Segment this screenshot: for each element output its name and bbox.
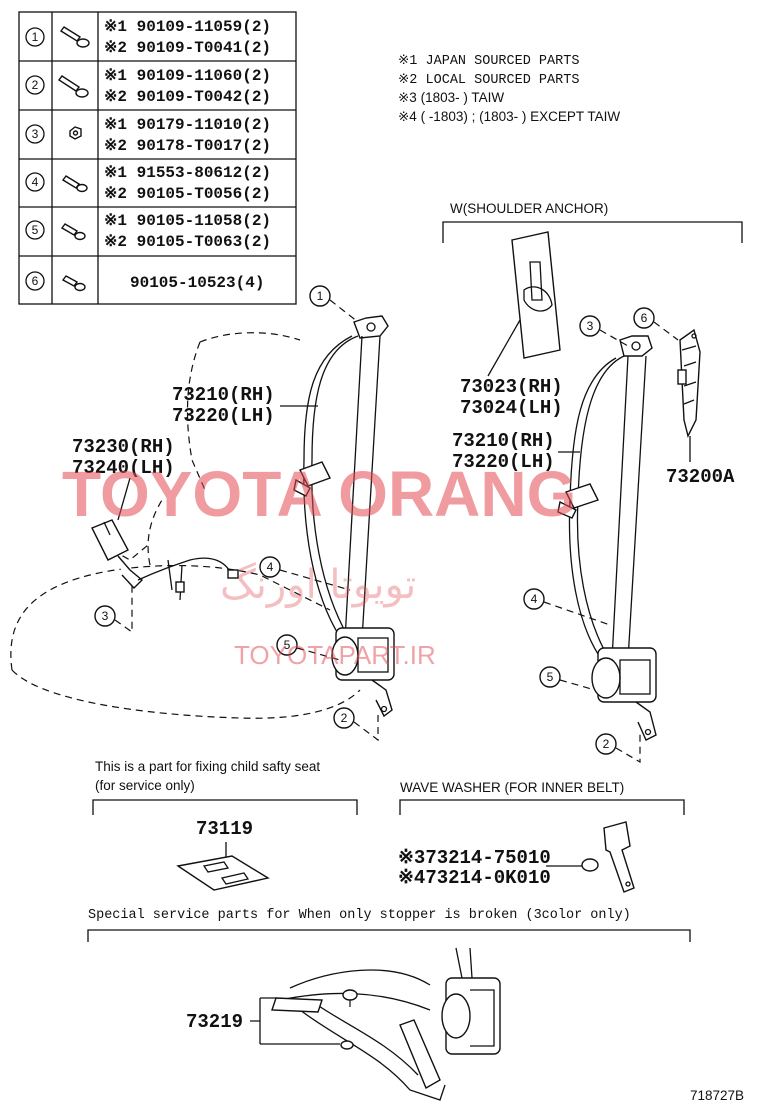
- right-seat-belt-assembly: [557, 335, 657, 741]
- part-number: ※1 91553-80612(2): [104, 164, 271, 182]
- callout-5: [539, 666, 561, 688]
- fastener-table: 1 ※1 90109-11059(2) ※2 90109-T0041(2) 2 …: [18, 11, 297, 305]
- row-number: 6: [32, 274, 39, 288]
- child-seat-note-line: This is a part for fixing child safty se…: [95, 759, 320, 774]
- callout-number: 1: [317, 289, 324, 303]
- part-number-adjuster: 73200A: [666, 466, 735, 488]
- part-number: ※2 90109-T0041(2): [104, 39, 271, 57]
- callout-4: [523, 588, 545, 610]
- table-row: 6 90105-10523(4): [25, 271, 264, 292]
- callout-number: 3: [587, 319, 594, 333]
- table-row: 3 ※1 90179-11010(2) ※2 90178-T0017(2): [25, 116, 271, 155]
- callout-number: 2: [341, 711, 348, 725]
- stopper-section: Special service parts for When only stop…: [87, 908, 691, 1101]
- part-number: ※1 90179-11010(2): [104, 116, 271, 134]
- callout-6: [633, 307, 655, 329]
- callout-3: [579, 315, 601, 337]
- bolt-icon: [61, 275, 86, 292]
- bolt-icon: [57, 75, 89, 98]
- part-number-child-seat: 73119: [196, 818, 253, 840]
- wave-washer-section: WAVE WASHER (FOR INNER BELT) ※373214-750…: [398, 780, 685, 893]
- watermark-site: TOYOTAPART.IR: [234, 640, 436, 670]
- note-line: ※3 (1803- ) TAIW: [398, 90, 504, 105]
- row-number: 2: [32, 78, 39, 92]
- bolt-icon: [61, 175, 88, 193]
- callout-2: [595, 733, 617, 755]
- seat-outline: [10, 332, 361, 719]
- part-number-washer-2: ※473214-0K010: [398, 867, 551, 889]
- callout-number: 5: [547, 670, 554, 684]
- diagram-id: 718727B: [690, 1088, 744, 1103]
- watermark-persian: تویوتا اورنگ: [220, 562, 416, 608]
- part-number: ※1 90109-11060(2): [104, 67, 271, 85]
- row-number: 3: [32, 127, 39, 141]
- callout-number: 4: [267, 560, 274, 574]
- note-line: ※1 JAPAN SOURCED PARTS: [398, 54, 579, 69]
- callout-number: 5: [284, 638, 291, 652]
- part-number-buckle-lh: 73240(LH): [72, 457, 175, 479]
- table-row: 4 ※1 91553-80612(2) ※2 90105-T0056(2): [25, 164, 271, 203]
- part-number-stopper: 73219: [186, 1011, 243, 1033]
- part-number-buckle-rh: 73230(RH): [72, 436, 175, 458]
- buckle-assembly: [91, 499, 239, 601]
- part-number: ※2 90109-T0042(2): [104, 88, 271, 106]
- shoulder-anchor-adjuster: [677, 328, 701, 439]
- part-number: 90105-10523(4): [130, 274, 264, 292]
- part-number: ※2 90105-T0056(2): [104, 185, 271, 203]
- callout-1: [309, 285, 331, 307]
- part-number: ※2 90178-T0017(2): [104, 137, 271, 155]
- table-row: 5 ※1 90105-11058(2) ※2 90105-T0063(2): [25, 212, 271, 251]
- part-number-belt-left-rh: 73210(RH): [172, 384, 275, 406]
- part-number-cover-lh: 73024(LH): [460, 397, 563, 419]
- row-number: 4: [32, 175, 39, 189]
- group-bracket: [442, 221, 743, 243]
- part-number: ※1 90105-11058(2): [104, 212, 271, 230]
- wave-washer-label: WAVE WASHER (FOR INNER BELT): [400, 780, 624, 795]
- left-seat-belt-assembly: [293, 315, 395, 718]
- part-number: ※2 90105-T0063(2): [104, 233, 271, 251]
- row-number: 1: [32, 30, 39, 44]
- bolt-icon: [60, 223, 86, 241]
- pillar-cover: [511, 231, 561, 359]
- shoulder-anchor-label: W(SHOULDER ANCHOR): [450, 201, 608, 216]
- row-number: 5: [32, 223, 39, 237]
- part-number-belt-left-lh: 73220(LH): [172, 405, 275, 427]
- callout-5: [276, 634, 298, 656]
- callout-group: 1 4 5 2 3 3 6 4 5 2: [94, 285, 679, 764]
- watermark-main: TOYOTA ORANG: [62, 458, 576, 530]
- part-number-washer-1: ※373214-75010: [398, 847, 551, 869]
- part-number-labels: 73210(RH) 73220(LH) 73230(RH) 73240(LH) …: [72, 319, 735, 521]
- callout-2: [333, 707, 355, 729]
- part-number: ※1 90109-11059(2): [104, 18, 271, 36]
- child-seat-note-line: (for service only): [95, 778, 195, 793]
- stopper-note: Special service parts for When only stop…: [88, 908, 631, 923]
- child-seat-section: This is a part for fixing child safty se…: [92, 759, 358, 891]
- part-number-cover-rh: 73023(RH): [460, 376, 563, 398]
- source-notes: ※1 JAPAN SOURCED PARTS ※2 LOCAL SOURCED …: [398, 54, 620, 124]
- callout-3: [94, 605, 116, 627]
- callout-number: 3: [102, 609, 109, 623]
- table-row: 2 ※1 90109-11060(2) ※2 90109-T0042(2): [25, 67, 271, 106]
- table-row: 1 ※1 90109-11059(2) ※2 90109-T0041(2): [25, 18, 271, 57]
- callout-number: 6: [641, 311, 648, 325]
- part-number-belt-right-lh: 73220(LH): [452, 451, 555, 473]
- nut-icon: [69, 126, 82, 140]
- callout-4: [259, 556, 281, 578]
- note-line: ※4 ( -1803) ; (1803- ) EXCEPT TAIW: [398, 109, 620, 124]
- part-number-belt-right-rh: 73210(RH): [452, 430, 555, 452]
- callout-number: 2: [603, 737, 610, 751]
- callout-number: 4: [531, 592, 538, 606]
- bolt-icon: [59, 26, 90, 48]
- note-line: ※2 LOCAL SOURCED PARTS: [398, 73, 579, 88]
